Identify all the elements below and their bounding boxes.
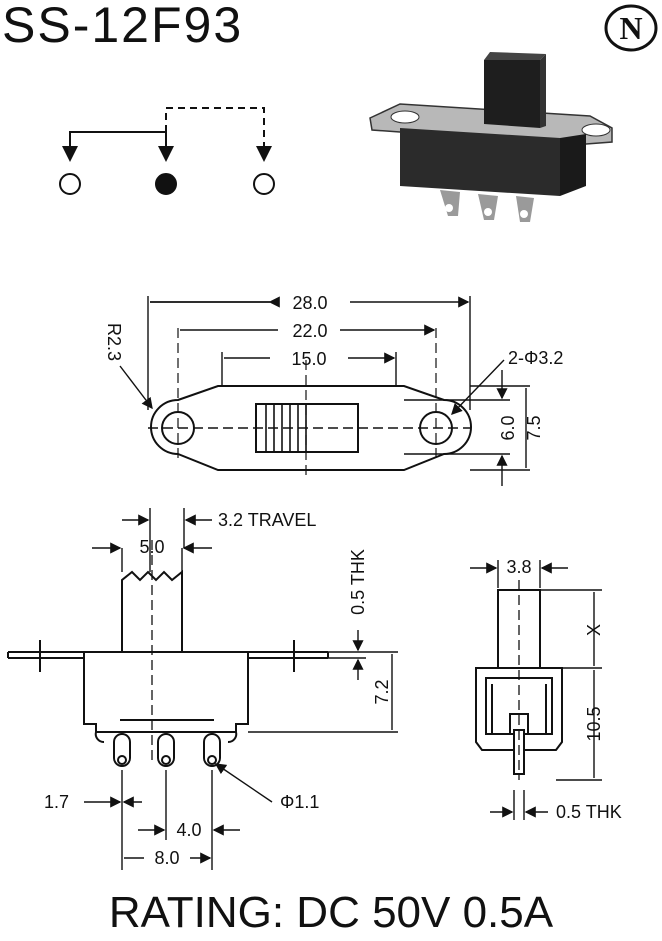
dim-side-body-height: 10.5 xyxy=(584,706,604,741)
dim-body-width: 6.0 xyxy=(498,415,518,440)
part-number-title: SS-12F93 xyxy=(2,0,244,53)
dim-travel: 3.2 TRAVEL xyxy=(218,510,316,530)
dim-flange-width: 7.5 xyxy=(524,415,544,440)
dim-overall-length: 28.0 xyxy=(292,293,327,313)
dim-terminal-hole: Φ1.1 xyxy=(280,792,319,812)
front-view-dimensions xyxy=(84,508,398,870)
product-illustration xyxy=(369,52,613,222)
top-view-dimensions xyxy=(119,296,530,486)
dim-actuator-height: X xyxy=(584,624,604,636)
dim-plate-thickness: 0.5 THK xyxy=(348,549,368,615)
dim-corner-radius: R2.3 xyxy=(104,323,124,361)
terminal-common xyxy=(155,173,177,195)
terminal-open-left xyxy=(59,173,81,195)
dim-terminal-pitch: 4.0 xyxy=(176,820,201,840)
dim-terminal-offset: 1.7 xyxy=(44,792,69,812)
dim-mounting-holes: 2-Φ3.2 xyxy=(508,348,563,368)
switch-schematic xyxy=(59,107,275,195)
terminal-open-right xyxy=(253,173,275,195)
dim-slot-length: 15.0 xyxy=(291,349,326,369)
rating-text: RATING: DC 50V 0.5A xyxy=(108,888,554,937)
side-view-outline xyxy=(475,580,563,780)
dim-hole-pitch: 22.0 xyxy=(292,321,327,341)
dim-actuator-width: 5.0 xyxy=(139,537,164,557)
side-view-dimensions xyxy=(470,560,602,820)
dim-terminal-thickness: 0.5 THK xyxy=(556,802,622,822)
dim-side-actuator-width: 3.8 xyxy=(506,557,531,577)
front-view-outline xyxy=(7,540,329,767)
dim-body-height: 7.2 xyxy=(372,679,392,704)
dim-terminal-span: 8.0 xyxy=(154,848,179,868)
manufacturer-logo: N xyxy=(604,4,658,52)
svg-text:N: N xyxy=(619,10,642,46)
